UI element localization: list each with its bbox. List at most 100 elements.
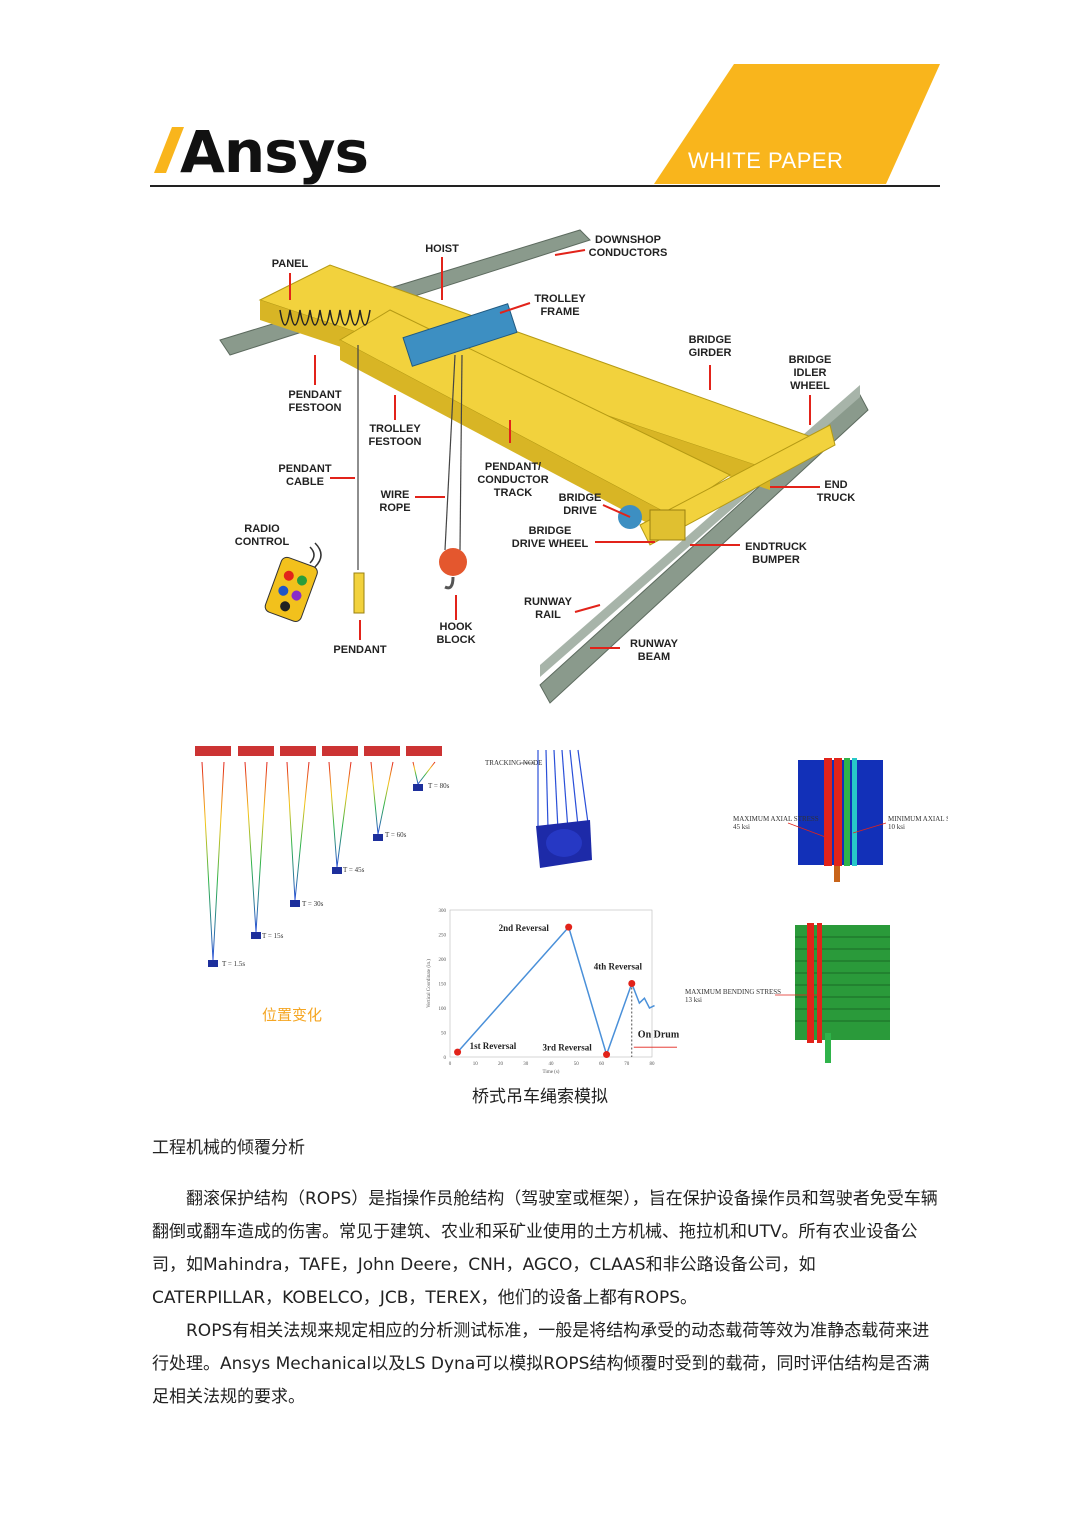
- label-trolley-frame-2: FRAME: [540, 306, 579, 318]
- ansys-logo-text: Ansys: [180, 118, 369, 186]
- figure-caption: 桥式吊车绳索模拟: [472, 1087, 608, 1107]
- label-pendant: PENDANT: [333, 644, 386, 656]
- axial-stress-sim: MAXIMUM AXIAL STRESS 45 ksi MINIMUM AXIA…: [733, 758, 948, 882]
- chart-frame: [449, 909, 653, 1058]
- bending-max-value: 13 ksi: [685, 996, 702, 1004]
- label-bridge-girder-1: BRIDGE: [689, 334, 732, 346]
- x-tick-label: 0: [449, 1062, 452, 1067]
- reversal-label: 2nd Reversal: [499, 923, 550, 933]
- reversal-marker: [603, 1051, 611, 1059]
- tracking-node-label: TRACKING NODE: [485, 759, 542, 767]
- label-runway-rail-1: RUNWAY: [524, 596, 573, 608]
- bending-max-label: MAXIMUM BENDING STRESS: [685, 988, 781, 996]
- label-pendant-festoon-2: FESTOON: [289, 402, 342, 414]
- x-tick-label: 80: [650, 1062, 656, 1067]
- paragraph-rops-2: ROPS有相关法规来规定相应的分析测试标准，一般是将结构承受的动态载荷等效为准静…: [152, 1315, 942, 1414]
- label-wire-rope-2: ROPE: [379, 502, 410, 514]
- label-end-truck-1: END: [824, 479, 847, 491]
- x-tick-label: 30: [523, 1062, 529, 1067]
- label-bridge-drive-1: BRIDGE: [559, 492, 602, 504]
- y-tick-label: 50: [441, 1032, 447, 1037]
- label-downshop-1: DOWNSHOP: [595, 234, 661, 246]
- label-bridge-idler-1: BRIDGE: [789, 354, 832, 366]
- label-trolley-frame-1: TROLLEY: [534, 293, 586, 305]
- label-hoist: HOIST: [425, 243, 459, 255]
- x-tick-label: 10: [473, 1062, 479, 1067]
- paragraph-rops-1: 翻滚保护结构（ROPS）是指操作员舱结构（驾驶室或框架），旨在保护设备操作员和驾…: [152, 1183, 942, 1315]
- label-runway-rail-2: RAIL: [535, 609, 561, 621]
- label-radio-control-2: CONTROL: [235, 536, 290, 548]
- label-bridge-drive-wheel-1: BRIDGE: [529, 525, 572, 537]
- x-tick-label: 50: [574, 1062, 580, 1067]
- header-rule: [150, 185, 940, 187]
- time-label-6: T = 80s: [428, 782, 450, 790]
- x-tick-label: 40: [549, 1062, 555, 1067]
- label-bridge-idler-2: IDLER: [794, 367, 827, 379]
- x-axis-label: Time (s): [543, 1070, 560, 1075]
- label-pendant-festoon-1: PENDANT: [288, 389, 341, 401]
- x-tick-label: 60: [599, 1062, 605, 1067]
- time-label-4: T = 45s: [343, 866, 365, 874]
- label-pendant-conductor-1: PENDANT/: [485, 461, 541, 473]
- label-pendant-cable-1: PENDANT: [278, 463, 331, 475]
- white-paper-badge: [654, 64, 940, 184]
- reversal-label: 3rd Reversal: [543, 1043, 593, 1053]
- y-tick-label: 0: [444, 1056, 447, 1061]
- label-end-truck-2: TRUCK: [817, 492, 856, 504]
- series-line: [457, 925, 655, 1057]
- reversal-marker: [454, 1048, 462, 1056]
- y-axis-label: Vertical Coordinate (in.): [427, 959, 432, 1008]
- bending-stress-sim: MAXIMUM BENDING STRESS 13 ksi: [685, 923, 890, 1063]
- label-trolley-festoon-2: FESTOON: [369, 436, 422, 448]
- axial-min-value: 10 ksi: [888, 823, 905, 831]
- y-tick-label: 300: [439, 909, 447, 914]
- label-endtruck-bumper-2: BUMPER: [752, 554, 800, 566]
- axial-min-label: MINIMUM AXIAL STRESS: [888, 815, 948, 823]
- label-downshop-2: CONDUCTORS: [589, 247, 668, 259]
- reversal-label: 4th Reversal: [594, 962, 643, 972]
- on-drum-label: On Drum: [638, 1029, 680, 1040]
- label-bridge-drive-wheel-2: DRIVE WHEEL: [512, 538, 589, 550]
- axial-max-label: MAXIMUM AXIAL STRESS: [733, 815, 819, 823]
- y-tick-label: 200: [439, 958, 447, 963]
- time-label-2: T = 15s: [262, 932, 284, 940]
- time-label-3: T = 30s: [302, 900, 324, 908]
- label-bridge-girder-2: GIRDER: [689, 347, 732, 359]
- axial-max-value: 45 ksi: [733, 823, 750, 831]
- white-paper-label: WHITE PAPER: [688, 148, 844, 173]
- label-endtruck-bumper-1: ENDTRUCK: [745, 541, 807, 553]
- reversal-label: 1st Reversal: [470, 1041, 517, 1051]
- ansys-logo: Ansys: [180, 118, 369, 186]
- label-bridge-drive-2: DRIVE: [563, 505, 597, 517]
- y-tick-label: 250: [439, 934, 447, 939]
- tracking-node-sim: TRACKING NODE: [485, 749, 592, 868]
- label-runway-beam-1: RUNWAY: [630, 638, 679, 650]
- reversal-line-chart: 0 10 20 30 40 50 60 70 80 0 50 100 150 200 250 300Time …: [427, 909, 680, 1075]
- label-trolley-festoon-1: TROLLEY: [369, 423, 421, 435]
- rope-position-sim: T = 1.5s T = 15s T = 30s T = 45s T = 60s…: [195, 746, 450, 968]
- ansys-logo-slash-icon: [154, 127, 184, 173]
- x-tick-label: 20: [498, 1062, 504, 1067]
- label-wire-rope-1: WIRE: [381, 489, 410, 501]
- y-tick-label: 100: [439, 1007, 447, 1012]
- time-label-1: T = 1.5s: [222, 960, 245, 968]
- paragraph-1-text: 翻滚保护结构（ROPS）是指操作员舱结构（驾驶室或框架），旨在保护设备操作员和驾…: [152, 1189, 938, 1308]
- time-label-5: T = 60s: [385, 831, 407, 839]
- section-title: 工程机械的倾覆分析: [152, 1138, 305, 1158]
- label-pendant-cable-2: CABLE: [286, 476, 324, 488]
- position-change-caption: 位置变化: [262, 1006, 323, 1024]
- label-bridge-idler-3: WHEEL: [790, 380, 830, 392]
- reversal-marker: [565, 923, 573, 931]
- x-tick-label: 70: [624, 1062, 630, 1067]
- label-pendant-conductor-2: CONDUCTOR: [477, 474, 548, 486]
- label-hook-block-2: BLOCK: [436, 634, 475, 646]
- crane-diagram: HOIST DOWNSHOP CONDUCTORS PANEL TROLLEY …: [219, 229, 869, 704]
- y-tick-label: 150: [439, 983, 447, 988]
- reversal-marker: [628, 980, 636, 987]
- label-panel: PANEL: [272, 258, 309, 270]
- paragraph-2-text: ROPS有相关法规来规定相应的分析测试标准，一般是将结构承受的动态载荷等效为准静…: [152, 1321, 930, 1407]
- label-radio-control-1: RADIO: [244, 523, 280, 535]
- label-runway-beam-2: BEAM: [638, 651, 670, 663]
- label-pendant-conductor-3: TRACK: [494, 487, 533, 499]
- label-hook-block-1: HOOK: [440, 621, 473, 633]
